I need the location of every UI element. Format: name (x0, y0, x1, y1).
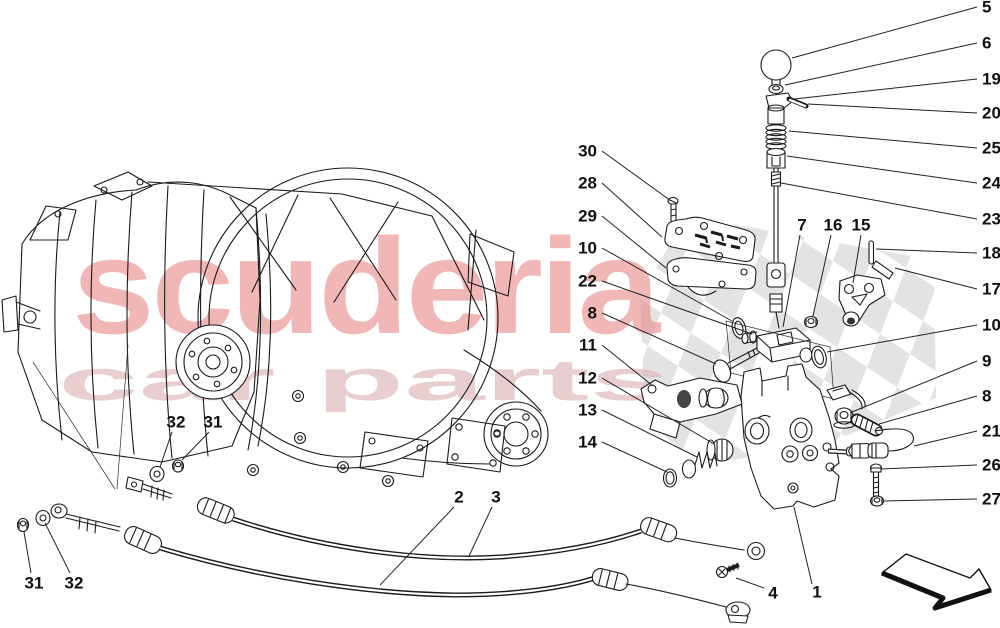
part-number-label-22: 22 (578, 272, 597, 291)
part-number-label-9: 9 (982, 352, 991, 371)
part-number-label-28: 28 (578, 174, 597, 193)
leader-line-11 (601, 344, 654, 387)
leader-line-26 (880, 464, 978, 470)
leader-line-31 (181, 431, 210, 461)
leader-line-30 (601, 150, 672, 202)
leader-line-27 (883, 498, 978, 502)
leader-line-32 (159, 431, 173, 468)
part-number-label-5: 5 (982, 0, 991, 17)
gearbox-transaxle-drawing (1, 167, 549, 490)
part-number-label-15: 15 (852, 216, 871, 235)
part-number-label-7: 7 (797, 216, 806, 235)
part-number-label-2: 2 (454, 488, 463, 507)
part-number-label-8: 8 (982, 387, 991, 406)
part-number-label-4: 4 (768, 584, 778, 603)
part-number-label-32: 32 (65, 574, 84, 593)
part-number-label-16: 16 (824, 216, 843, 235)
part-number-label-31: 31 (204, 413, 223, 432)
shift-gate-gasket (666, 257, 757, 290)
part-number-label-10: 10 (982, 316, 1000, 335)
part-number-label-3: 3 (491, 488, 500, 507)
shift-mechanism-exploded-drawing (640, 49, 914, 510)
part-number-label-29: 29 (578, 207, 597, 226)
leader-line-3 (468, 506, 493, 557)
leader-line-12 (601, 377, 715, 445)
leader-line-1 (793, 506, 813, 585)
part-number-label-26: 26 (982, 456, 1000, 475)
part-number-label-10: 10 (578, 239, 597, 258)
leader-line-10 (826, 324, 978, 353)
leader-line-7 (782, 234, 801, 328)
part-number-label-25: 25 (982, 139, 1000, 158)
leader-line-32 (44, 522, 71, 574)
part-number-label-31: 31 (25, 574, 44, 593)
leader-line-6 (784, 42, 978, 86)
part-number-label-11: 11 (579, 336, 597, 355)
part-number-label-8: 8 (588, 304, 597, 323)
leader-line-5 (791, 6, 978, 59)
part-number-label-23: 23 (982, 210, 1000, 229)
part-number-label-12: 12 (578, 369, 597, 388)
leader-line-20 (807, 103, 978, 114)
leader-line-2 (379, 506, 455, 586)
part-number-label-19: 19 (982, 70, 1000, 89)
part-number-label-32: 32 (167, 413, 186, 432)
leader-line-17 (894, 267, 978, 290)
part-number-label-14: 14 (578, 433, 597, 452)
leader-line-31 (23, 531, 32, 574)
leader-line-23 (780, 182, 978, 220)
leader-line-9 (851, 360, 978, 413)
leader-line-13 (601, 409, 698, 458)
leader-line-14 (601, 441, 668, 473)
leader-line-4 (735, 577, 765, 589)
direction-arrow-icon (881, 553, 992, 611)
shift-cables-drawing (16, 459, 766, 624)
part-number-label-6: 6 (982, 34, 991, 53)
leader-line-8 (601, 312, 717, 365)
leader-line-24 (786, 155, 978, 184)
gear-knob (760, 49, 792, 81)
shift-gate-plate (664, 216, 756, 262)
leader-line-18 (875, 248, 978, 254)
part-number-label-17: 17 (982, 280, 1000, 299)
leader-line-28 (601, 182, 663, 238)
part-number-label-13: 13 (578, 401, 597, 420)
leader-line-8 (878, 395, 978, 425)
leader-line-15 (852, 234, 862, 284)
part-number-label-18: 18 (982, 244, 1000, 263)
leader-line-29 (601, 215, 667, 269)
leader-line-25 (788, 130, 978, 149)
part-number-label-1: 1 (812, 583, 821, 602)
leader-line-22 (601, 280, 753, 335)
brand-watermark: scuderia (72, 210, 662, 362)
part-number-label-24: 24 (982, 174, 1000, 193)
part-number-label-20: 20 (982, 104, 1000, 123)
part-number-label-27: 27 (982, 490, 1000, 509)
tagline-watermark: car parts (58, 348, 670, 413)
leader-line-10 (601, 247, 733, 322)
part-number-label-30: 30 (578, 142, 597, 161)
leader-line-19 (793, 78, 978, 100)
control-housing (740, 363, 840, 510)
leader-line-21 (913, 430, 978, 447)
leader-line-16 (812, 234, 832, 317)
callouts-layer: 5619202524231817109821262730282910228111… (23, 0, 1000, 603)
part-number-label-21: 21 (982, 422, 1000, 441)
